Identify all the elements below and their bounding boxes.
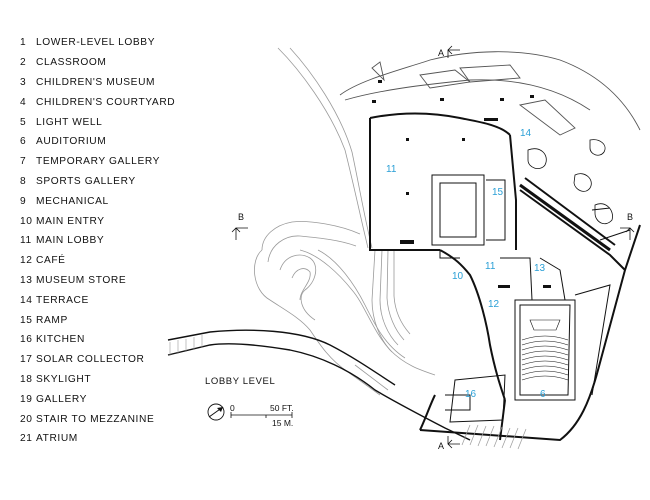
roof-canopy [339, 51, 641, 136]
legend-number: 7 [20, 156, 27, 168]
room-label-10: 10 [452, 271, 464, 282]
legend-item: 3 CHILDREN'S MUSEUM [10, 73, 210, 93]
legend-label: SPORTS GALLERY [36, 175, 136, 187]
legend-item: 6 AUDITORIUM [10, 132, 210, 152]
legend-label: GALLERY [36, 393, 88, 405]
legend-item: 8 SPORTS GALLERY [10, 172, 210, 192]
section-a-label: A [438, 48, 444, 58]
scale-bar: 0 50 FT. 15 M. [230, 403, 294, 428]
section-b-label-right: B [627, 212, 633, 222]
legend-number: 21 [20, 433, 33, 445]
legend-label: LIGHT WELL [36, 116, 103, 128]
legend-label: STAIR TO MEZZANINE [36, 413, 155, 425]
scale-feet: 50 FT. [270, 403, 294, 413]
terrace-furniture [527, 139, 613, 225]
section-b-label: B [238, 212, 244, 222]
legend-label: CHILDREN'S MUSEUM [36, 76, 156, 88]
legend-item: 4 CHILDREN'S COURTYARD [10, 92, 210, 112]
room-label-15: 15 [492, 187, 504, 198]
legend-number: 9 [20, 195, 27, 207]
legend-item: 5 LIGHT WELL [10, 112, 210, 132]
legend-label: ATRIUM [36, 433, 78, 445]
legend-label: TEMPORARY GALLERY [36, 156, 161, 168]
legend-number: 1 [20, 37, 27, 49]
legend-number: 18 [20, 373, 33, 385]
legend-label: CLASSROOM [36, 57, 107, 69]
room-label-14: 14 [520, 128, 532, 139]
legend-label: AUDITORIUM [36, 136, 107, 148]
scale-meters: 15 M. [272, 418, 293, 428]
legend-number: 3 [20, 76, 27, 88]
room-label-11b: 11 [485, 261, 496, 272]
building-walls [369, 112, 641, 442]
column-marks [372, 80, 551, 288]
legend-label: SKYLIGHT [36, 373, 92, 385]
north-arrow-icon [207, 403, 225, 421]
legend-item: 9 MECHANICAL [10, 191, 210, 211]
legend-number: 16 [20, 334, 33, 346]
legend-item: 2 CLASSROOM [10, 53, 210, 73]
room-label-12: 12 [488, 299, 500, 310]
legend-number: 19 [20, 393, 33, 405]
legend-label: MUSEUM STORE [36, 274, 127, 286]
legend-label: KITCHEN [36, 334, 85, 346]
legend-label: MAIN ENTRY [36, 215, 105, 227]
section-marker-b-right: B [620, 212, 635, 240]
scale-zero: 0 [230, 403, 235, 413]
legend-number: 13 [20, 274, 33, 286]
legend-number: 14 [20, 294, 33, 306]
solar-collector [519, 183, 611, 252]
level-label: LOBBY LEVEL [205, 376, 275, 387]
legend-number: 12 [20, 255, 33, 267]
section-marker-a-top: A [438, 45, 460, 58]
section-marker-a-bottom: A [438, 436, 460, 451]
legend-number: 4 [20, 96, 27, 108]
legend-number: 15 [20, 314, 33, 326]
legend-number: 6 [20, 136, 27, 148]
legend-number: 5 [20, 116, 27, 128]
interior-walls [431, 174, 631, 423]
legend-number: 11 [20, 235, 32, 247]
bridge-rails [169, 335, 203, 356]
legend-number: 2 [20, 57, 27, 69]
legend-number: 17 [20, 354, 33, 366]
legend-label: RAMP [36, 314, 68, 326]
legend-item: 1 LOWER-LEVEL LOBBY [10, 33, 210, 53]
legend-number: 20 [20, 413, 33, 425]
walkway [167, 329, 471, 441]
legend-label: MAIN LOBBY [36, 235, 105, 247]
legend-label: SOLAR COLLECTOR [36, 354, 145, 366]
room-label-16: 16 [465, 389, 477, 400]
entry-stairs [461, 424, 527, 450]
landscape-lines [254, 47, 436, 396]
legend-number: 10 [20, 215, 33, 227]
room-label-6: 6 [540, 389, 546, 400]
section-a-label-bottom: A [438, 441, 444, 451]
legend-item: 11 MAIN LOBBY [10, 231, 210, 251]
legend-label: TERRACE [36, 294, 89, 306]
room-label-13: 13 [534, 263, 546, 274]
room-label-11a: 11 [386, 164, 397, 175]
legend-label: MECHANICAL [36, 195, 109, 207]
auditorium-seating [521, 319, 569, 381]
legend-label: CAFÉ [36, 255, 66, 267]
legend-number: 8 [20, 175, 27, 187]
legend-label: CHILDREN'S COURTYARD [36, 96, 176, 108]
legend-label: LOWER-LEVEL LOBBY [36, 37, 156, 49]
section-marker-b-left: B [231, 212, 248, 240]
legend-item: 7 TEMPORARY GALLERY [10, 152, 210, 172]
